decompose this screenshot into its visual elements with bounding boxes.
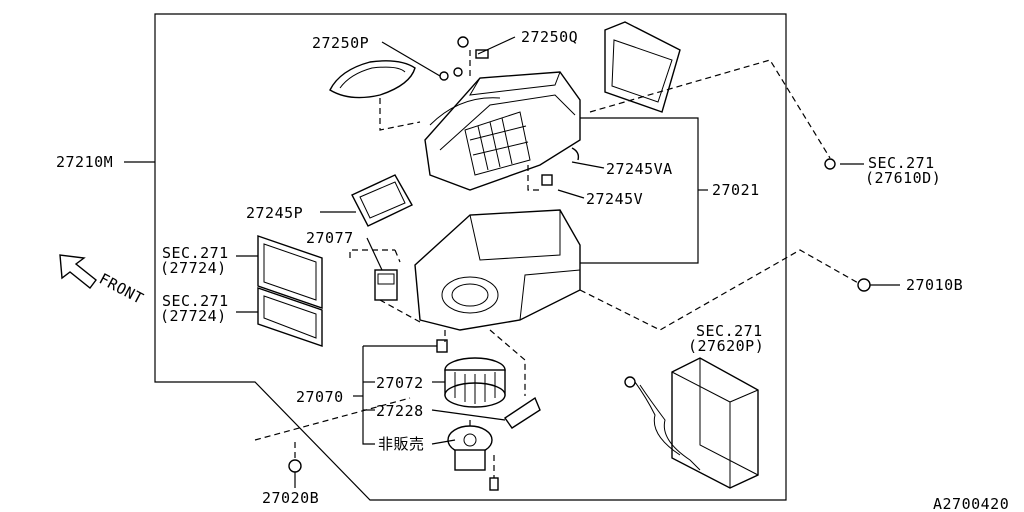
actuator-27077 (374, 269, 398, 301)
filter-frame-top (604, 21, 681, 113)
clip-27245VA (571, 147, 580, 161)
label-front: FRONT (96, 270, 147, 308)
label-27070: 27070 (296, 388, 344, 406)
label-sec271-b: SEC.271 (162, 244, 229, 262)
label-sec271-a: SEC.271 (868, 154, 935, 172)
lower-heater-case (414, 209, 581, 331)
label-sec271-d-ref: (27620P) (688, 337, 764, 355)
upper-heater-case (424, 71, 581, 191)
label-27210M: 27210M (56, 153, 113, 171)
screw-part (489, 477, 499, 491)
diagram-id: A2700420 (933, 495, 1009, 512)
label-27250P: 27250P (312, 34, 369, 52)
connector-27228 (504, 396, 541, 429)
label-27020B: 27020B (262, 489, 319, 507)
bolt-27610D (824, 158, 836, 170)
filter-27245P (351, 174, 413, 227)
label-27245P: 27245P (246, 204, 303, 222)
seal-27250P (329, 60, 416, 99)
label-sec271-c-ref: (27724) (160, 307, 227, 325)
label-27010B: 27010B (906, 276, 963, 294)
label-27245VA: 27245VA (606, 160, 673, 178)
label-27021: 27021 (712, 181, 760, 199)
bolts-27250 (439, 36, 489, 81)
clip-27245V (541, 174, 553, 186)
label-27250Q: 27250Q (521, 28, 578, 46)
label-sec271-c: SEC.271 (162, 292, 229, 310)
label-sec271-b-ref: (27724) (160, 259, 227, 277)
label-27228: 27228 (376, 402, 424, 420)
front-arrow (59, 254, 97, 289)
filter-27724-a (257, 235, 323, 309)
label-sec271-d: SEC.271 (696, 322, 763, 340)
label-27072: 27072 (376, 374, 424, 392)
label-sec271-a-ref: (27610D) (865, 169, 941, 187)
bolt-27020B (288, 459, 302, 473)
blower-fan-27072 (444, 357, 506, 408)
label-27245V: 27245V (586, 190, 643, 208)
label-not-for-sale: 非販売 (378, 435, 425, 453)
bolt-27010B (857, 278, 871, 292)
blower-motor (447, 425, 493, 471)
label-27077: 27077 (306, 229, 354, 247)
evaporator-27620P (624, 357, 759, 489)
assembly-frame (154, 13, 787, 501)
